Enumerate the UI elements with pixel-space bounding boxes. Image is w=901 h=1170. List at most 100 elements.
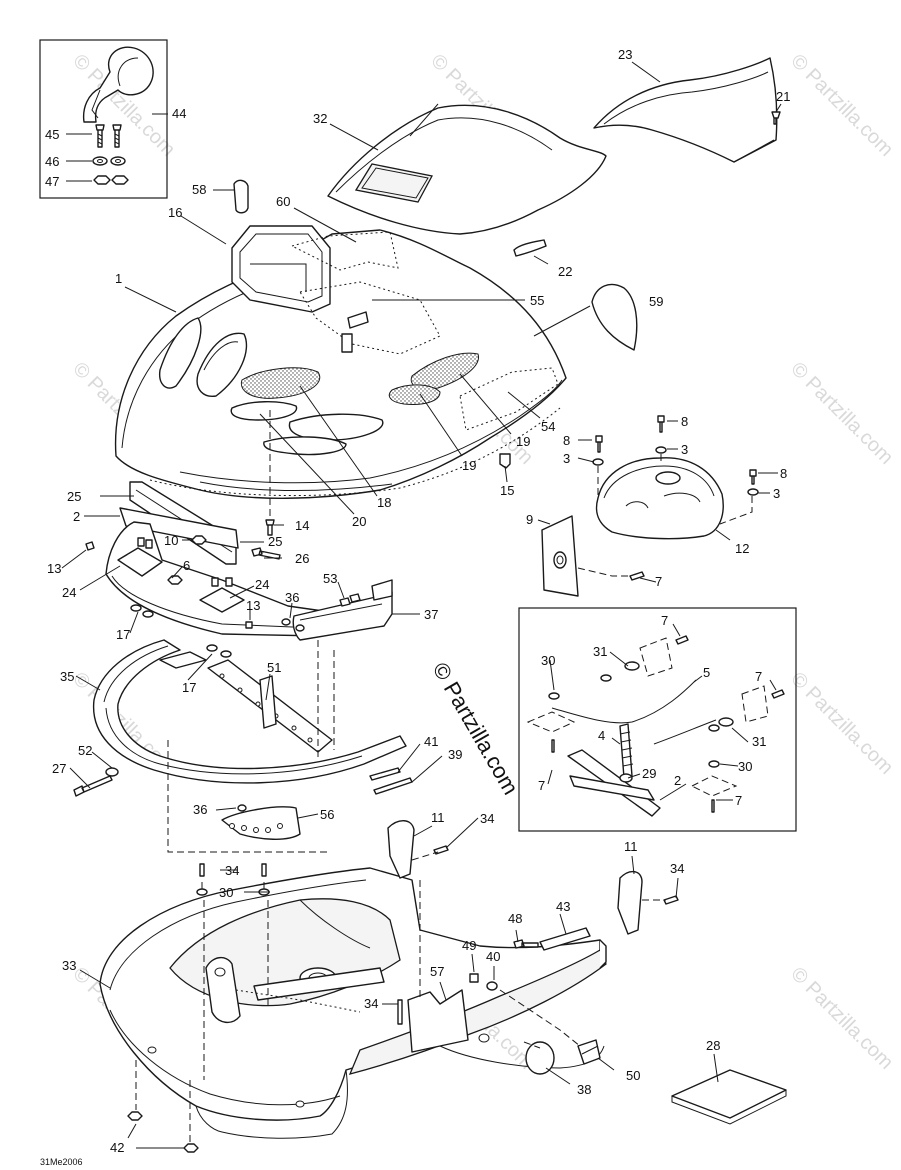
callout-36a: 36 — [285, 590, 299, 605]
clip-22-icon — [513, 239, 547, 257]
bracket-11b — [617, 871, 643, 935]
clip-21-icon — [771, 111, 781, 125]
callout-25a: 25 — [67, 489, 81, 504]
callout-11b: 11 — [624, 839, 638, 854]
callout-28: 28 — [706, 1038, 720, 1053]
upper-body-shell — [114, 229, 567, 499]
callout-30b: 30 — [738, 759, 752, 774]
callout-47: 47 — [45, 174, 59, 189]
callout-8b: 8 — [681, 414, 688, 429]
screw-53 — [339, 597, 351, 607]
callout-25b: 25 — [268, 534, 282, 549]
screw-13a — [85, 541, 95, 551]
callout-42: 42 — [110, 1140, 124, 1155]
callout-22: 22 — [558, 264, 572, 279]
cover-12 — [595, 457, 724, 540]
front-bracket-assembly — [85, 481, 331, 658]
leader-lines — [61, 61, 782, 1149]
callout-21: 21 — [776, 89, 790, 104]
watermark-3: © Partzilla.com — [786, 50, 897, 161]
callout-4: 4 — [598, 728, 605, 743]
callout-43: 43 — [556, 899, 570, 914]
callout-7a: 7 — [655, 574, 662, 589]
callout-19a: 19 — [516, 434, 530, 449]
nut-6 — [167, 575, 183, 585]
callout-10: 10 — [164, 533, 178, 548]
callout-8a: 8 — [563, 433, 570, 448]
callout-3b: 3 — [681, 442, 688, 457]
callout-37: 37 — [424, 607, 438, 622]
callout-34a: 34 — [480, 811, 494, 826]
callout-20: 20 — [352, 514, 366, 529]
decal-60 — [290, 231, 399, 271]
callout-14: 14 — [295, 518, 309, 533]
callout-34d: 34 — [364, 996, 378, 1011]
callout-19b: 19 — [462, 458, 476, 473]
top-panels — [233, 57, 781, 351]
vent-insert-19b — [388, 384, 441, 405]
pad-57 — [407, 989, 469, 1053]
callout-36b: 36 — [193, 802, 207, 817]
nut-icon — [93, 175, 111, 185]
cross-bar-2 — [567, 749, 661, 817]
nut-10 — [191, 535, 207, 545]
callout-38: 38 — [577, 1082, 591, 1097]
plate-24b — [199, 587, 245, 613]
callout-30c: 30 — [219, 885, 233, 900]
callout-3a: 3 — [563, 451, 570, 466]
vent-20 — [230, 401, 298, 421]
callout-50: 50 — [626, 1068, 640, 1083]
callout-46: 46 — [45, 154, 59, 169]
screw-14 — [265, 519, 275, 536]
cover-59-icon — [591, 283, 638, 351]
callout-3c: 3 — [773, 486, 780, 501]
clip-29 — [619, 773, 633, 783]
upper-body — [114, 225, 567, 536]
screw-icon — [95, 124, 122, 148]
watermark-center: © Partzilla.com — [428, 658, 524, 799]
callout-41: 41 — [424, 734, 438, 749]
bracket-11a — [387, 820, 415, 879]
callout-53: 53 — [323, 571, 337, 586]
watermark-11: © Partzilla.com — [786, 963, 897, 1074]
callout-44: 44 — [172, 106, 186, 121]
reflector-50 — [577, 1039, 601, 1065]
spring-4 — [619, 723, 633, 779]
callout-7e: 7 — [735, 793, 742, 808]
vent-insert-18 — [240, 367, 321, 399]
callout-40: 40 — [486, 949, 500, 964]
skid-assembly — [73, 639, 413, 853]
callout-59: 59 — [649, 294, 663, 309]
callout-49: 49 — [462, 938, 476, 953]
handle-43 — [539, 927, 591, 951]
callout-56: 56 — [320, 807, 334, 822]
rear-panel — [593, 57, 778, 163]
bracket-56 — [221, 806, 301, 840]
callout-39: 39 — [448, 747, 462, 762]
callout-5: 5 — [703, 665, 710, 680]
mirror-icon — [82, 46, 154, 123]
plug-58-icon — [233, 179, 249, 214]
callout-8c: 8 — [780, 466, 787, 481]
inset-box — [39, 39, 168, 199]
callout-35: 35 — [60, 669, 74, 684]
callout-2a: 2 — [73, 509, 80, 524]
plug-38 — [525, 1041, 555, 1075]
bolt-39 — [373, 777, 413, 795]
callout-13b: 13 — [246, 598, 260, 613]
callout-24b: 24 — [255, 577, 269, 592]
callout-26: 26 — [295, 551, 309, 566]
washer-52 — [105, 767, 119, 777]
nut-42a — [127, 1111, 143, 1121]
callout-13a: 13 — [47, 561, 61, 576]
watermark-8: © Partzilla.com — [786, 668, 897, 779]
callout-31b: 31 — [752, 734, 766, 749]
latch-15 — [499, 453, 511, 469]
callout-60: 60 — [276, 194, 290, 209]
callout-18: 18 — [377, 495, 391, 510]
mirror-inset: 45 46 47 44 — [39, 39, 186, 199]
nut-42b — [183, 1143, 199, 1153]
callout-34b: 34 — [670, 861, 684, 876]
callout-24a: 24 — [62, 585, 76, 600]
callout-7b: 7 — [661, 613, 668, 628]
